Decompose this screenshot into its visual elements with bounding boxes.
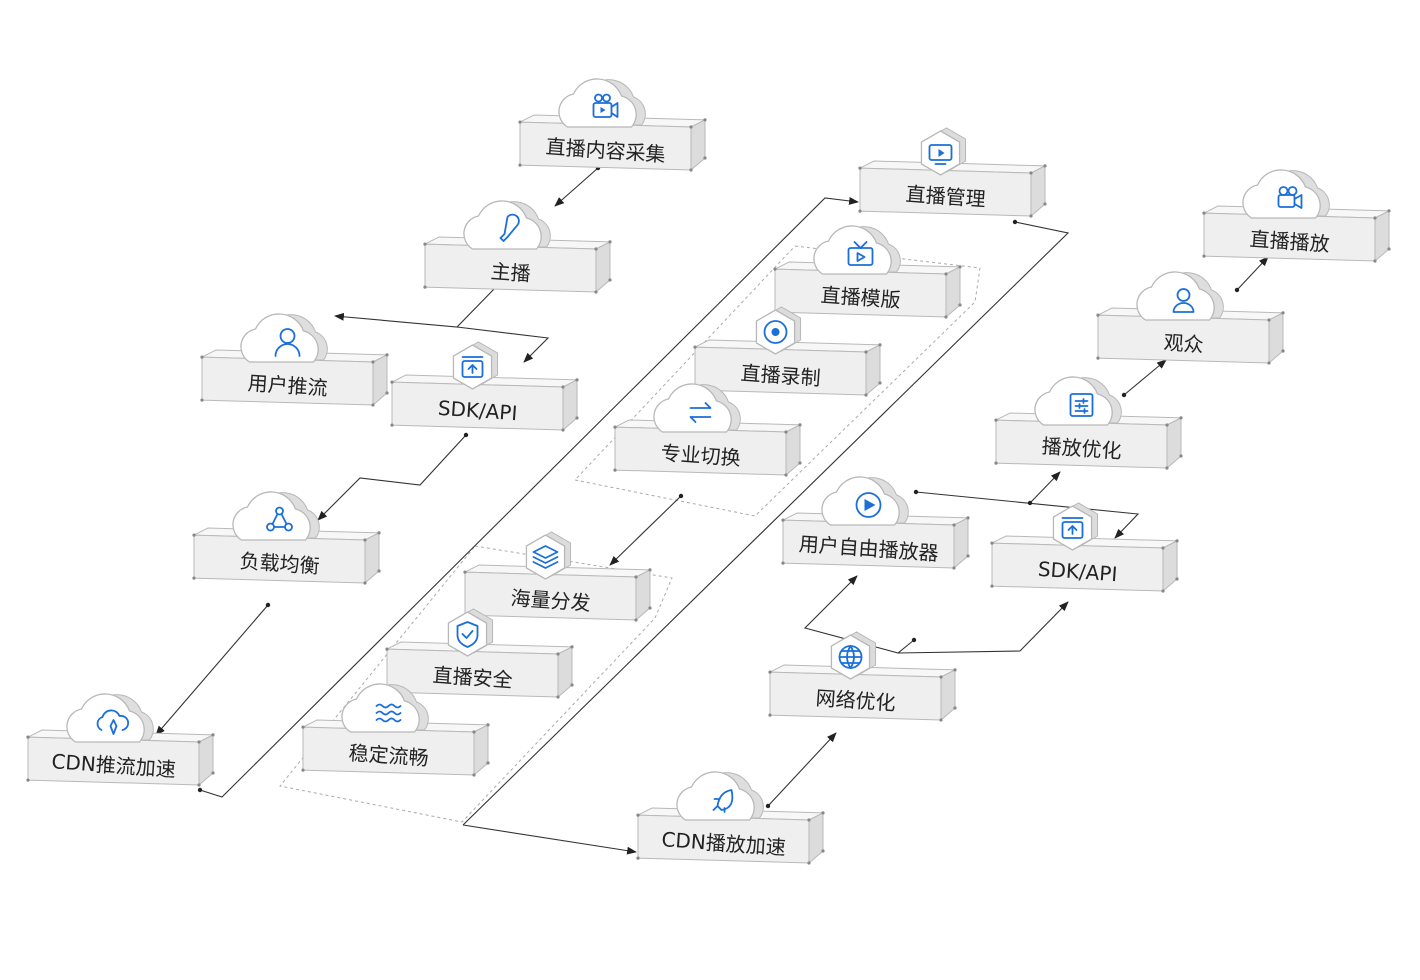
- node-audience: 观众: [1096, 271, 1285, 365]
- node-player: 用户自由播放器: [781, 476, 970, 570]
- cloud-badge: [653, 383, 741, 433]
- node-play-opt: 播放优化: [994, 376, 1183, 470]
- node-label: 主播: [490, 259, 532, 286]
- node-playback: 直播播放: [1202, 169, 1391, 263]
- node-label: 网络优化: [815, 686, 896, 716]
- node-manage: 直播管理: [858, 127, 1047, 218]
- cloud-badge: [813, 225, 901, 275]
- hex-badge: [830, 631, 877, 680]
- node-template: 直播模版: [773, 225, 962, 319]
- hex-badge: [452, 341, 499, 390]
- user-icon: [274, 328, 301, 357]
- waves-icon: [375, 703, 402, 723]
- upload-box-icon: [1061, 517, 1084, 539]
- movie-camera-icon: [1277, 186, 1303, 209]
- cloud-badge: [66, 693, 154, 743]
- node-label: 专业切换: [660, 441, 741, 471]
- node-stable: 稳定流畅: [301, 683, 490, 777]
- hex-badge: [1052, 502, 1099, 551]
- hex-badge: [525, 531, 572, 580]
- cloud-rocket-icon: [96, 709, 130, 735]
- node-label: 直播模版: [820, 283, 901, 313]
- node-sdk-play: SDK/API: [990, 502, 1179, 593]
- cloud-badge: [232, 491, 320, 541]
- hex-badge: [755, 306, 802, 355]
- node-label: 直播安全: [432, 663, 513, 693]
- node-label: SDK/API: [437, 396, 518, 425]
- cloud-badge: [1034, 376, 1122, 426]
- node-user-push: 用户推流: [200, 313, 389, 407]
- cloud-badge: [240, 313, 328, 363]
- tv-icon: [847, 241, 874, 266]
- node-sdk-push: SDK/API: [390, 341, 579, 432]
- node-network: 网络优化: [768, 631, 957, 722]
- node-distribute: 海量分发: [463, 531, 652, 622]
- microphone-icon: [499, 213, 520, 242]
- hex-badge: [447, 608, 494, 657]
- node-capture: 直播内容采集: [518, 78, 707, 172]
- hex-badge: [920, 127, 967, 176]
- node-switch: 专业切换: [613, 383, 802, 477]
- node-anchor: 主播: [423, 200, 612, 294]
- record-icon: [763, 320, 788, 344]
- node-label: 海量分发: [510, 586, 591, 616]
- globe-icon: [838, 645, 863, 669]
- layers-icon: [532, 545, 559, 569]
- video-camera-icon: [592, 93, 619, 118]
- node-label: 播放优化: [1041, 434, 1122, 464]
- play-circle-icon: [855, 492, 882, 518]
- node-cdn-push: CDN推流加速: [26, 693, 215, 787]
- node-label: 用户推流: [247, 371, 328, 401]
- shield-check-icon: [456, 621, 479, 648]
- node-label: SDK/API: [1037, 557, 1118, 586]
- sliders-icon: [1069, 393, 1094, 417]
- cloud-badge: [341, 683, 429, 733]
- cloud-badge: [1136, 271, 1224, 321]
- node-label: 直播管理: [905, 182, 986, 212]
- cloud-badge: [1242, 169, 1330, 219]
- node-cdn-play: CDN播放加速: [636, 771, 825, 865]
- cloud-badge: [463, 200, 551, 250]
- node-record: 直播录制: [693, 306, 882, 397]
- upload-box-icon: [461, 356, 484, 378]
- node-security: 直播安全: [385, 608, 574, 699]
- node-label: 直播播放: [1249, 227, 1330, 257]
- cloud-badge: [676, 771, 764, 821]
- node-label: 稳定流畅: [348, 741, 429, 771]
- node-label: 负载均衡: [239, 549, 320, 579]
- screen-play-icon: [928, 144, 953, 165]
- cloud-badge: [558, 78, 646, 128]
- cloud-badge: [821, 476, 909, 526]
- rocket-icon: [712, 789, 734, 813]
- node-load-balance: 负载均衡: [192, 491, 381, 585]
- network-nodes-icon: [266, 506, 293, 532]
- swap-arrows-icon: [689, 402, 712, 423]
- audience-user-icon: [1172, 288, 1195, 313]
- node-label: 观众: [1163, 330, 1205, 357]
- node-label: 直播录制: [740, 361, 821, 391]
